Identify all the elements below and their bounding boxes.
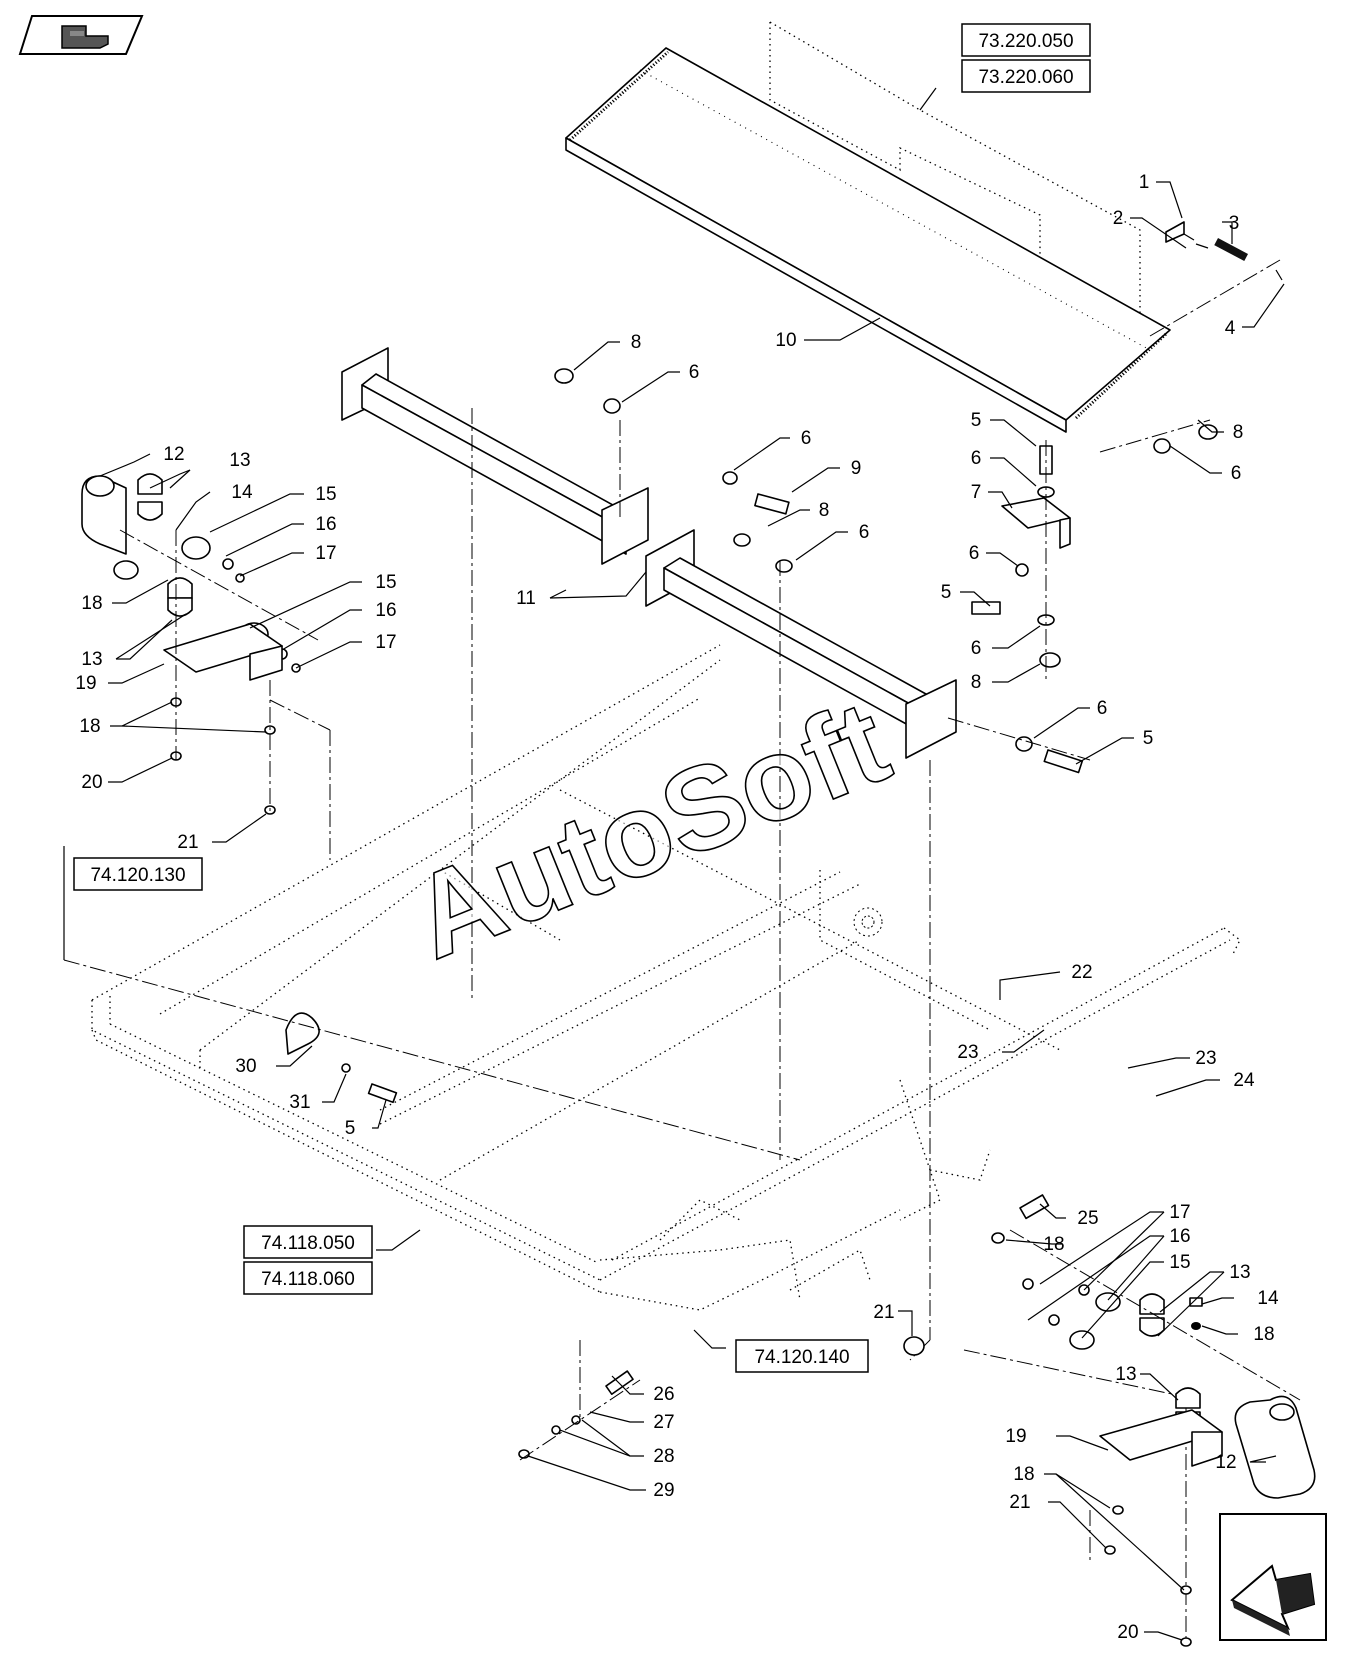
pin-parts-1-4: [1149, 221, 1283, 337]
alignment-lines: [63, 408, 1201, 1640]
callout: 20: [81, 772, 102, 793]
prev-page-button[interactable]: [18, 15, 144, 55]
callout: 23: [1195, 1048, 1216, 1069]
callout: 14: [1257, 1288, 1279, 1309]
callout: 5: [345, 1118, 356, 1139]
callout: 26: [653, 1384, 674, 1405]
next-page-button[interactable]: [1219, 1513, 1327, 1641]
callout: 23: [957, 1042, 978, 1063]
ref-box-73-220-050[interactable]: 73.220.050: [961, 23, 1091, 57]
callout: 19: [75, 673, 96, 694]
callout: 13: [81, 649, 102, 670]
right-roller-assembly: [903, 1194, 1316, 1647]
callout: 11: [516, 588, 536, 609]
main-frame-dotted: [91, 644, 1241, 1311]
callout: 15: [1169, 1252, 1190, 1273]
ref-box-74-120-140[interactable]: 74.120.140: [735, 1339, 869, 1373]
callout: 12: [1215, 1452, 1236, 1473]
ref-label: 74.118.060: [261, 1269, 355, 1290]
callout: 14: [231, 482, 253, 503]
ref-label: 74.118.050: [261, 1233, 355, 1254]
ref-label: 74.120.130: [90, 865, 185, 886]
callout: 8: [819, 500, 830, 521]
callout: 21: [1009, 1492, 1030, 1513]
callout: 16: [1169, 1226, 1190, 1247]
ref-box-74-118-060[interactable]: 74.118.060: [243, 1261, 373, 1295]
callout: 6: [971, 448, 982, 469]
callout: 16: [315, 514, 336, 535]
callout: 30: [235, 1056, 256, 1077]
upper-panel-dotted: [769, 21, 1141, 321]
callout: 8: [971, 672, 982, 693]
watermark-text: AutoSoft: [394, 676, 905, 985]
crossbar-left-part-11: [341, 347, 649, 565]
callout: 15: [375, 572, 396, 593]
callout: 17: [375, 632, 396, 653]
callout: 17: [1169, 1202, 1190, 1223]
callout: 8: [1233, 422, 1244, 443]
left-roller-assembly: [81, 473, 331, 860]
callout: 24: [1233, 1070, 1255, 1091]
leader-lines: [63, 87, 1285, 1641]
callout: 3: [1229, 213, 1240, 234]
ref-box-74-118-050[interactable]: 74.118.050: [243, 1225, 373, 1259]
callout: 18: [1253, 1324, 1274, 1345]
callout: 6: [969, 543, 980, 564]
callout: 13: [1229, 1262, 1250, 1283]
callout: 16: [375, 600, 396, 621]
callout: 10: [775, 330, 796, 351]
callout: 18: [81, 593, 102, 614]
crossbar-right-part-11: [645, 529, 957, 759]
ref-box-74-120-130[interactable]: 74.120.130: [73, 857, 203, 891]
ref-label: 74.120.140: [754, 1347, 849, 1368]
callout: 6: [689, 362, 700, 383]
watermark: AutoSoft: [394, 675, 907, 986]
callout: 5: [941, 582, 952, 603]
callout: 21: [177, 832, 198, 853]
callout: 13: [1115, 1364, 1136, 1385]
forward-arrow-icon: [1230, 1564, 1316, 1636]
callout: 5: [971, 410, 982, 431]
callout: 20: [1117, 1622, 1138, 1643]
callout: 18: [1043, 1234, 1064, 1255]
callout: 15: [315, 484, 336, 505]
rail-part-10: [565, 47, 1171, 433]
ref-label: 73.220.060: [978, 67, 1073, 88]
callout: 22: [1071, 962, 1092, 983]
callout: 5: [1143, 728, 1154, 749]
callout: 2: [1113, 208, 1124, 229]
back-arrow-icon: [61, 25, 109, 49]
callout: 1: [1139, 172, 1150, 193]
callout: 8: [631, 332, 642, 353]
callout: 17: [315, 543, 336, 564]
callout: 6: [859, 522, 870, 543]
callout: 19: [1005, 1426, 1026, 1447]
callout: 27: [653, 1412, 674, 1433]
callout: 12: [163, 444, 184, 465]
callout: 6: [1097, 698, 1108, 719]
callout: 6: [1231, 463, 1242, 484]
ref-label: 73.220.050: [978, 31, 1073, 52]
callout: 31: [289, 1092, 310, 1113]
callout: 7: [971, 482, 982, 503]
callout: 9: [851, 458, 862, 479]
callout: 13: [229, 450, 250, 471]
callout: 25: [1077, 1208, 1098, 1229]
callout: 6: [971, 638, 982, 659]
callout: 18: [79, 716, 100, 737]
callout: 18: [1013, 1464, 1034, 1485]
callout-numbers: 1 2 3 4 10 8 6 6 8 6 9 8 6 5 6 7 6 5 6 8…: [75, 172, 1279, 1643]
callout: 28: [653, 1446, 674, 1467]
hardware-26-29: [518, 1370, 641, 1461]
bracket-part-7: [971, 440, 1071, 680]
callout: 4: [1225, 318, 1236, 339]
callout: 29: [653, 1480, 674, 1501]
callout: 6: [801, 428, 812, 449]
callout: 21: [873, 1302, 894, 1323]
ref-box-73-220-060[interactable]: 73.220.060: [961, 59, 1091, 93]
